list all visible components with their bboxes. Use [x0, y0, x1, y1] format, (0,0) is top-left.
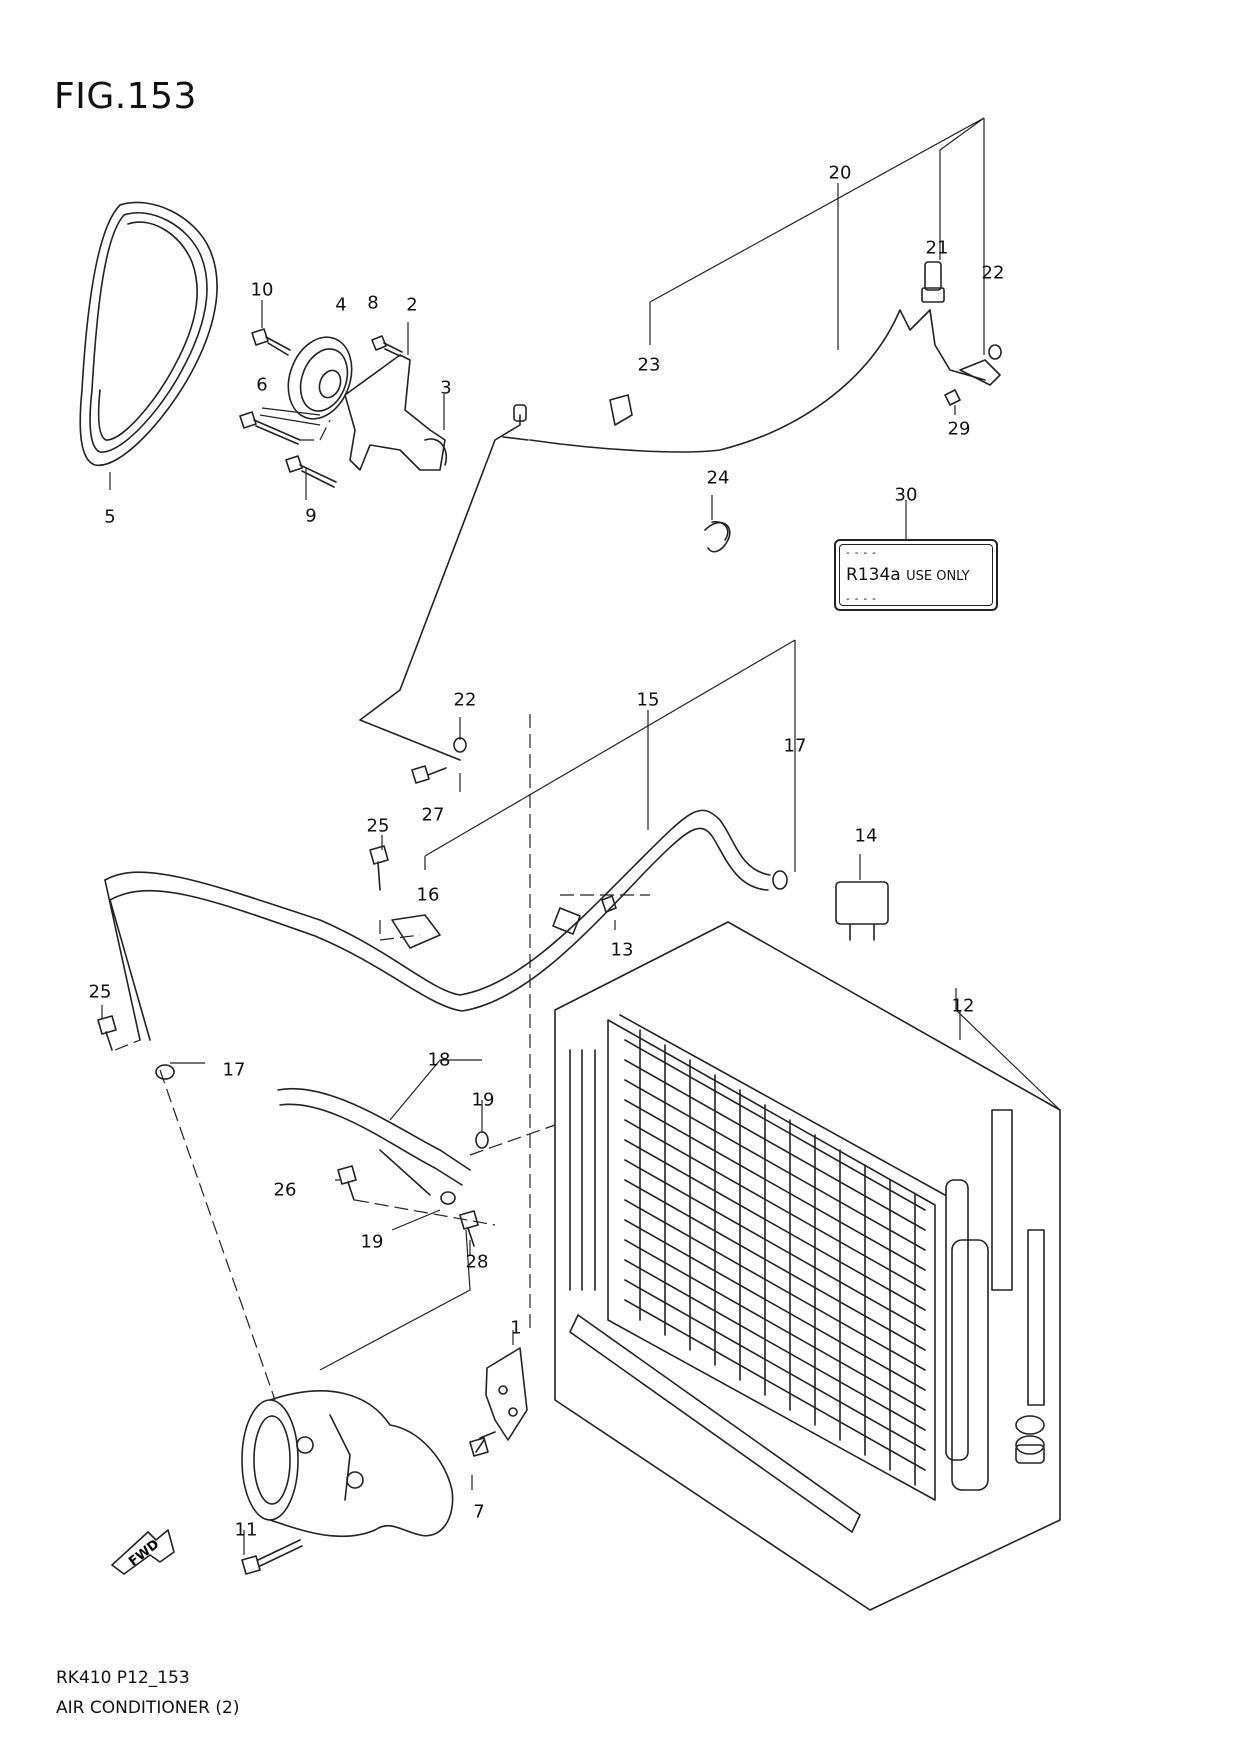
pipe-end-part [929, 309, 986, 381]
callout-c4: 4 [335, 294, 347, 316]
callout-c8: 8 [367, 292, 379, 314]
o-ring-22-mid-part [453, 737, 467, 753]
drive-belt-part [79, 201, 218, 467]
callout-c13: 13 [610, 939, 634, 961]
dashed-guide-lines [114, 419, 650, 1401]
callout-c10: 10 [250, 279, 274, 301]
callout-c23: 23 [637, 354, 661, 376]
suction-hose-part [104, 809, 771, 1041]
clamp-23-part [609, 394, 633, 426]
label-prefix: R134a [846, 565, 901, 585]
label-suffix: USE ONLY [906, 569, 970, 584]
label-dashes-bottom: - - - - [846, 593, 877, 605]
discharge-pipe-part [359, 309, 931, 761]
callout-c25a: 25 [366, 815, 390, 837]
bolt-7-part [469, 1431, 496, 1457]
callout-c29: 29 [947, 418, 971, 440]
callout-c2: 2 [406, 294, 418, 316]
fitting-13-part [552, 895, 617, 935]
liquid-pipe-part [277, 1087, 471, 1196]
bracket-29-part [944, 359, 1001, 406]
o-ring-22-top-part [988, 344, 1002, 360]
bracket-16-part [391, 914, 441, 949]
tensioner-assembly-part [287, 336, 447, 471]
o-ring-17-left-part [155, 1064, 175, 1080]
callout-c3: 3 [440, 377, 452, 399]
callout-c15: 15 [636, 689, 660, 711]
o-ring-19-left-part [440, 1191, 456, 1205]
callout-c11: 11 [234, 1519, 258, 1541]
o-ring-17-right-part [772, 870, 788, 890]
callout-c26: 26 [273, 1179, 297, 1201]
figure-title: FIG.153 [54, 76, 197, 117]
callout-c28: 28 [465, 1251, 489, 1273]
callout-c22a: 22 [981, 262, 1005, 284]
condenser-part [554, 921, 1061, 1611]
label-dashes-top: - - - - [846, 547, 877, 559]
callout-c19a: 19 [471, 1089, 495, 1111]
callout-c7: 7 [473, 1501, 485, 1523]
bolt-28-part [459, 1210, 479, 1247]
bolt-26-part [337, 1165, 357, 1201]
callout-c14: 14 [854, 825, 878, 847]
fwd-arrow-icon [111, 1529, 175, 1575]
pressure-switch-part [921, 261, 945, 303]
receiver-drier-part [1015, 1415, 1045, 1464]
callout-c25b: 25 [88, 981, 112, 1003]
callout-c17a: 17 [783, 735, 807, 757]
callout-c16: 16 [416, 884, 440, 906]
callout-c12: 12 [951, 995, 975, 1017]
footer-code: RK410 P12_153 [56, 1668, 190, 1688]
callout-c6: 6 [256, 374, 268, 396]
compressor-part [241, 1390, 454, 1538]
footer-name: AIR CONDITIONER (2) [56, 1698, 240, 1718]
bolt-9-part [285, 455, 337, 488]
callout-c21: 21 [925, 237, 949, 259]
bolt-6-part [239, 411, 301, 445]
o-ring-19-right-part [475, 1131, 489, 1149]
callout-c24: 24 [706, 467, 730, 489]
callout-c9: 9 [305, 505, 317, 527]
bolt-27-part [411, 765, 447, 784]
callout-c27: 27 [421, 804, 445, 826]
relay-part [835, 881, 889, 941]
bolt-8-part [371, 335, 403, 357]
callout-c30: 30 [894, 484, 918, 506]
leader-lines [101, 117, 1061, 1555]
label-text: R134a USE ONLY [846, 565, 970, 585]
bolt-25-upper-part [369, 845, 389, 891]
callout-c22b: 22 [453, 689, 477, 711]
bracket-1-part [485, 1347, 528, 1441]
bolt-11-part [241, 1539, 303, 1575]
callout-c18: 18 [427, 1049, 451, 1071]
callout-c1: 1 [510, 1317, 522, 1339]
callout-c20: 20 [828, 162, 852, 184]
callout-c19b: 19 [360, 1231, 384, 1253]
bolt-25-lower-part [97, 1015, 117, 1051]
bolt-10-part [251, 328, 291, 356]
clamp-24-part [704, 520, 731, 553]
callout-c17b: 17 [222, 1059, 246, 1081]
callout-c5: 5 [104, 506, 116, 528]
label-inner-border [839, 544, 993, 606]
refrigerant-label-part: - - - - R134a USE ONLY - - - - [834, 539, 998, 611]
